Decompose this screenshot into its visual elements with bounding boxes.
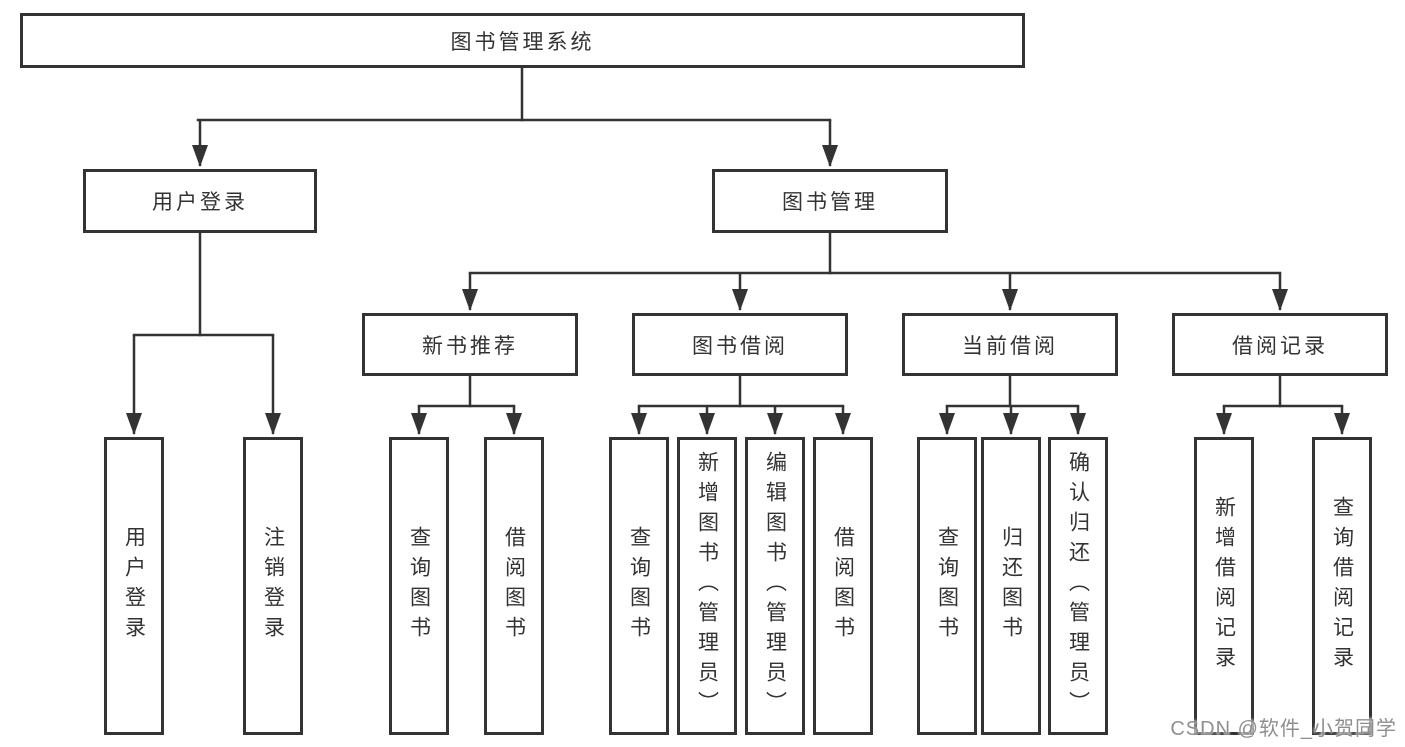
leaf-confirm-return-admin: 确认归还（管理员） — [1048, 437, 1108, 735]
node-new-book-recommendation: 新书推荐 — [362, 313, 578, 376]
leaf-borrow-books-recommend-label: 借阅图书 — [502, 526, 526, 646]
node-user-login-label: 用户登录 — [152, 191, 248, 214]
leaf-add-borrow-record: 新增借阅记录 — [1194, 437, 1254, 735]
leaf-query-books-recommend-label: 查询图书 — [407, 526, 431, 646]
node-borrowing-records: 借阅记录 — [1172, 313, 1388, 376]
leaf-borrow-books-borrow: 借阅图书 — [813, 437, 873, 735]
node-borrowing-records-label: 借阅记录 — [1232, 334, 1328, 358]
leaf-add-borrow-record-label: 新增借阅记录 — [1212, 496, 1236, 676]
csdn-watermark: CSDN @软件_小贺同学 — [1170, 718, 1397, 740]
leaf-query-books-current-label: 查询图书 — [935, 526, 959, 646]
node-root-label: 图书管理系统 — [450, 30, 595, 54]
node-book-borrowing-label: 图书借阅 — [692, 334, 788, 358]
node-current-borrowing: 当前借阅 — [902, 313, 1118, 376]
leaf-edit-books-admin-label: 编辑图书（管理员） — [763, 451, 787, 721]
branch-lines — [132, 65, 1344, 408]
leaf-query-borrow-record-label: 查询借阅记录 — [1330, 496, 1354, 676]
leaf-add-books-admin-label: 新增图书（管理员） — [695, 451, 719, 721]
leaf-query-books-borrow: 查询图书 — [609, 437, 669, 735]
leaf-borrow-books-borrow-label: 借阅图书 — [831, 526, 855, 646]
node-root: 图书管理系统 — [20, 13, 1025, 68]
leaf-edit-books-admin: 编辑图书（管理员） — [745, 437, 805, 735]
leaf-add-books-admin: 新增图书（管理员） — [677, 437, 737, 735]
leaf-return-books-label: 归还图书 — [999, 526, 1023, 646]
leaf-query-books-borrow-label: 查询图书 — [627, 526, 651, 646]
node-book-management: 图书管理 — [712, 169, 948, 233]
leaf-borrow-books-recommend: 借阅图书 — [484, 437, 544, 735]
arrow-lines — [126, 120, 1350, 435]
leaf-confirm-return-admin-label: 确认归还（管理员） — [1066, 451, 1090, 721]
leaf-query-books-current: 查询图书 — [917, 437, 977, 735]
node-user-login: 用户登录 — [83, 169, 317, 233]
node-book-management-label: 图书管理 — [782, 191, 878, 214]
leaf-return-books: 归还图书 — [981, 437, 1041, 735]
node-current-borrowing-label: 当前借阅 — [962, 334, 1058, 358]
node-new-book-recommendation-label: 新书推荐 — [422, 334, 518, 358]
leaf-user-login: 用户登录 — [104, 437, 164, 735]
leaf-user-login-label: 用户登录 — [122, 526, 146, 646]
leaf-logout: 注销登录 — [243, 437, 303, 735]
node-book-borrowing: 图书借阅 — [632, 313, 848, 376]
leaf-query-borrow-record: 查询借阅记录 — [1312, 437, 1372, 735]
leaf-query-books-recommend: 查询图书 — [389, 437, 449, 735]
leaf-logout-label: 注销登录 — [261, 526, 285, 646]
